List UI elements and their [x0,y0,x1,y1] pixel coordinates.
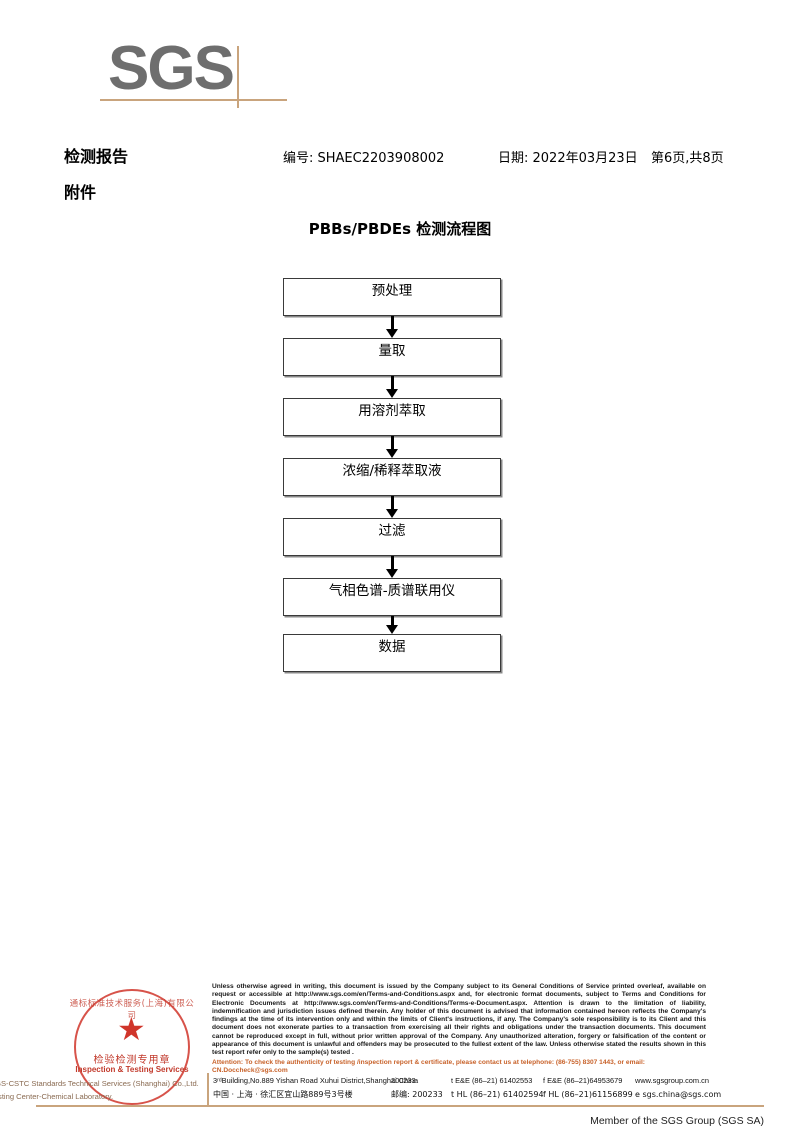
seal-chinese-text: 检验检测专用章 [93,1055,171,1066]
flow-step-box: 数据 [283,634,501,672]
address-phone-1: t HL (86–21) 61402594 [451,1090,544,1099]
flow-arrow-down-icon [283,556,501,578]
report-date: 日期: 2022年03月23日 [498,151,638,166]
flow-arrow-down-icon [283,616,501,634]
legal-disclaimer-text: Unless otherwise agreed in writing, this… [212,983,706,1057]
flow-arrow-down-icon [283,316,501,338]
page-title: 检测报告 [64,147,129,166]
sgs-logo-text: SGS [108,34,235,103]
flow-step-box: 过滤 [283,518,501,556]
flow-arrow-down-icon [283,496,501,518]
logo-vertical-rule [237,46,239,108]
flow-step-label: 数据 [378,639,406,655]
footer-horizontal-divider [36,1105,764,1107]
star-icon: ★ [117,1011,146,1047]
seal-outer-ring [74,989,190,1105]
flow-step-label: 浓缩/稀释萃取液 [342,463,442,479]
flow-step-box: 浓缩/稀释萃取液 [283,458,501,496]
flow-step-label: 气相色谱-质谱联用仪 [328,583,456,599]
flowchart: 预处理 量取 用溶剂萃取 浓缩/稀释萃取液 过滤 气相色谱- [283,278,503,672]
address-postcode: 200233 [391,1076,416,1085]
company-name-line-1: SGS-CSTC Standards Technical Services (S… [0,1079,199,1088]
address-street: 3ʳᵈBuilding,No.889 Yishan Road Xuhui Dis… [213,1076,419,1085]
address-row: 3ʳᵈBuilding,No.889 Yishan Road Xuhui Dis… [213,1076,709,1085]
report-number: 编号: SHAEC2203908002 [283,151,445,166]
sgs-logo: SGS [100,34,288,118]
flow-arrow-down-icon [283,376,501,398]
flow-step-box: 量取 [283,338,501,376]
attention-notice-text: Attention: To check the authenticity of … [212,1059,645,1075]
flow-step-label: 预处理 [371,283,413,299]
seal-arc-text: 通标标准技术服务(上海)有限公司 [69,999,195,1021]
address-postcode-cn: 邮编: 200233 [391,1090,443,1099]
address-phone-2: f E&E (86–21)64953679 [543,1076,623,1085]
footer-vertical-divider [207,1073,209,1107]
seal-english-text: Inspection & Testing Services [75,1065,189,1074]
flow-step-box: 用溶剂萃取 [283,398,501,436]
flow-step-box: 预处理 [283,278,501,316]
address-phone-1: t E&E (86–21) 61402553 [451,1076,533,1085]
company-name-line-2: Testing Center-Chemical Laboratory. [0,1092,114,1101]
sgs-group-member-line: Member of the SGS Group (SGS SA) [590,1115,764,1127]
flowchart-title: PBBs/PBDEs 检测流程图 [308,220,492,238]
flow-step-label: 过滤 [378,523,406,539]
address-website[interactable]: www.sgsgroup.com.cn [635,1076,709,1085]
page-footer: 通标标准技术服务(上海)有限公司 ★ 检验检测专用章 Inspection & … [0,975,800,1131]
address-street-cn: 中国 · 上海 · 徐汇区宜山路889号3号楼 [213,1090,353,1099]
address-phone-2: f HL (86–21)61156899 [543,1090,633,1099]
address-row: 中国 · 上海 · 徐汇区宜山路889号3号楼 邮编: 200233 t HL (8… [213,1089,721,1100]
company-seal-stamp: 通标标准技术服务(上海)有限公司 ★ 检验检测专用章 Inspection & … [68,983,196,1111]
flow-step-label: 用溶剂萃取 [358,403,426,419]
logo-horizontal-rule [100,99,287,101]
flow-step-box: 气相色谱-质谱联用仪 [283,578,501,616]
flow-step-label: 量取 [378,343,406,359]
page-indicator: 第6页,共8页 [651,151,724,166]
attachment-label: 附件 [64,183,97,202]
address-email[interactable]: e sgs.china@sgs.com [635,1090,722,1099]
flow-arrow-down-icon [283,436,501,458]
